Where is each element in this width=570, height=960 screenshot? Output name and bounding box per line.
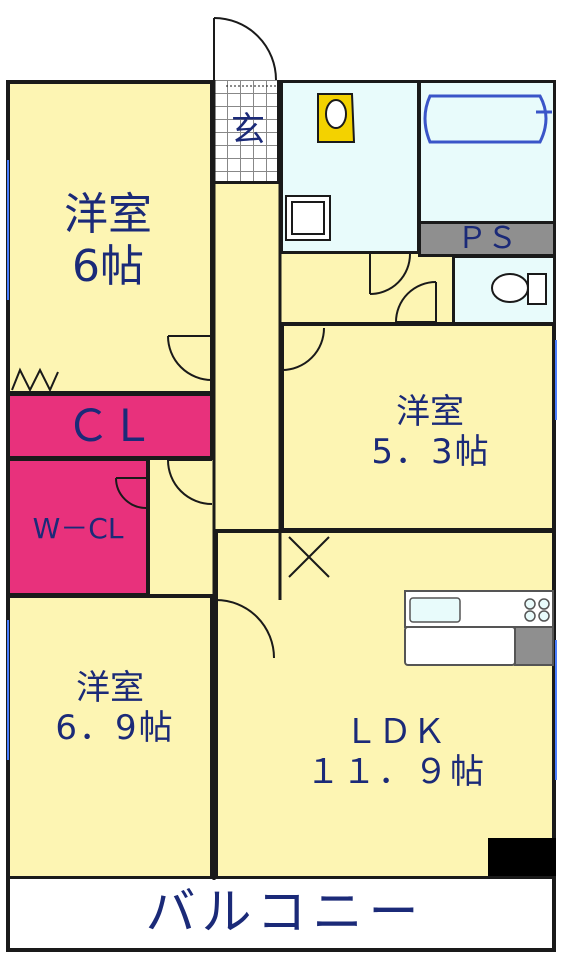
walk-in-closet-door-icon xyxy=(115,477,147,509)
window-marks xyxy=(7,160,557,780)
western-room-3-door-icon xyxy=(167,459,213,505)
closet-label: ＣＬ xyxy=(66,401,154,452)
walk-in-closet-label: W－CL xyxy=(32,512,124,545)
toilet-bowl-icon xyxy=(491,273,547,305)
walk-in-closet xyxy=(6,457,150,597)
washroom-door-icon xyxy=(369,253,411,295)
ldk-size: １１．９帖 xyxy=(306,752,486,792)
toilet-door-icon xyxy=(395,281,437,323)
bathroom xyxy=(418,80,556,224)
ldk-room xyxy=(214,529,556,880)
ldk-door-icon xyxy=(215,599,275,659)
entrance xyxy=(214,80,280,184)
western-room-2-door-icon xyxy=(281,327,325,371)
storage-x-icon xyxy=(288,536,330,578)
western-room-2-size: 5．3帖 xyxy=(371,432,491,472)
closet xyxy=(6,392,214,460)
ldk-name: ＬＤＫ xyxy=(344,712,446,752)
western-room-3-size: 6．9帖 xyxy=(55,708,175,748)
entrance-label: 玄 xyxy=(231,110,265,150)
structural-column xyxy=(488,838,556,880)
washing-machine-icon xyxy=(285,195,331,241)
balcony xyxy=(6,876,556,952)
kitchen-sink-icon xyxy=(409,597,550,623)
western-room-1-size: 6帖 xyxy=(72,241,144,292)
closet-folding-door-icon xyxy=(11,367,59,393)
western-room-1-name: 洋室 xyxy=(64,189,152,240)
western-room-1-door-icon xyxy=(167,335,213,381)
kitchen-appliance xyxy=(514,626,554,666)
western-room-2 xyxy=(280,322,556,532)
bathtub-icon xyxy=(423,94,552,144)
washbasin-icon xyxy=(317,93,356,143)
pipe-space-large-label: ＰＳ xyxy=(457,221,517,256)
balcony-label: バルコニー xyxy=(145,883,425,941)
western-room-2-name: 洋室 xyxy=(396,392,464,432)
western-room-3-name: 洋室 xyxy=(76,668,144,708)
entrance-door-icon xyxy=(213,17,277,81)
